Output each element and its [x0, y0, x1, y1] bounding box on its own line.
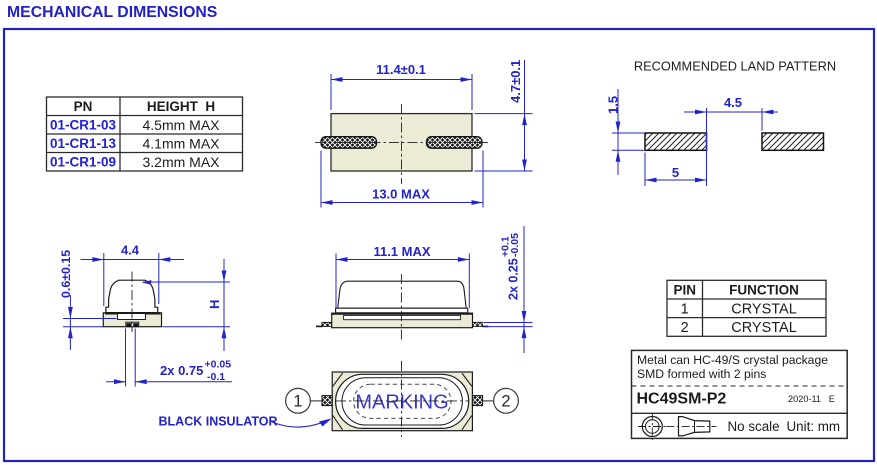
svg-text:HEIGHT H: HEIGHT H — [147, 99, 215, 114]
svg-text:4.4: 4.4 — [121, 243, 140, 258]
svg-text:4.7±0.1: 4.7±0.1 — [508, 60, 523, 103]
svg-text:3.2mm MAX: 3.2mm MAX — [142, 154, 220, 170]
svg-text:2: 2 — [501, 393, 510, 411]
svg-text:13.0 MAX: 13.0 MAX — [372, 187, 430, 202]
svg-text:11.4±0.1: 11.4±0.1 — [376, 62, 426, 77]
svg-text:1.5: 1.5 — [606, 96, 621, 114]
svg-text:No scale: No scale — [728, 419, 780, 434]
svg-text:H: H — [207, 300, 222, 309]
svg-text:2: 2 — [681, 320, 689, 336]
svg-text:CRYSTAL: CRYSTAL — [731, 302, 797, 318]
svg-text:1: 1 — [293, 393, 302, 411]
svg-text:1: 1 — [681, 302, 689, 318]
svg-text:RECOMMENDED LAND PATTERN: RECOMMENDED LAND PATTERN — [634, 59, 836, 74]
svg-text:11.1 MAX: 11.1 MAX — [373, 244, 430, 259]
svg-text:0.6±0.15: 0.6±0.15 — [59, 250, 73, 298]
svg-text:4.5mm MAX: 4.5mm MAX — [142, 117, 220, 133]
svg-text:2020-11 E: 2020-11 E — [788, 394, 835, 404]
svg-text:+0.1: +0.1 — [500, 236, 512, 257]
svg-text:PIN: PIN — [673, 283, 696, 298]
svg-text:01-CR1-03: 01-CR1-03 — [50, 118, 117, 133]
svg-text:2x 0.75: 2x 0.75 — [160, 363, 203, 378]
svg-text:SMD formed with 2 pins: SMD formed with 2 pins — [637, 367, 766, 381]
svg-text:MECHANICAL DIMENSIONS: MECHANICAL DIMENSIONS — [7, 4, 217, 21]
svg-text:+0.05: +0.05 — [205, 359, 232, 371]
svg-text:MARKING: MARKING — [355, 392, 448, 414]
svg-text:2x 0.25: 2x 0.25 — [507, 258, 521, 300]
svg-text:Metal can HC-49/S crystal pack: Metal can HC-49/S crystal package — [637, 353, 828, 367]
svg-text:Unit: mm: Unit: mm — [787, 419, 841, 434]
svg-text:BLACK INSULATOR: BLACK INSULATOR — [159, 415, 278, 429]
svg-text:5: 5 — [672, 165, 679, 180]
svg-text:CRYSTAL: CRYSTAL — [731, 320, 797, 336]
svg-text:FUNCTION: FUNCTION — [729, 283, 799, 298]
svg-text:01-CR1-09: 01-CR1-09 — [50, 155, 116, 170]
svg-text:4.5: 4.5 — [724, 95, 742, 110]
svg-text:PN: PN — [74, 99, 93, 114]
svg-text:01-CR1-13: 01-CR1-13 — [50, 136, 117, 151]
svg-text:4.1mm MAX: 4.1mm MAX — [142, 136, 220, 152]
svg-text:-0.1: -0.1 — [207, 371, 225, 383]
svg-text:HC49SM-P2: HC49SM-P2 — [637, 391, 727, 408]
svg-text:-0.05: -0.05 — [509, 233, 521, 257]
